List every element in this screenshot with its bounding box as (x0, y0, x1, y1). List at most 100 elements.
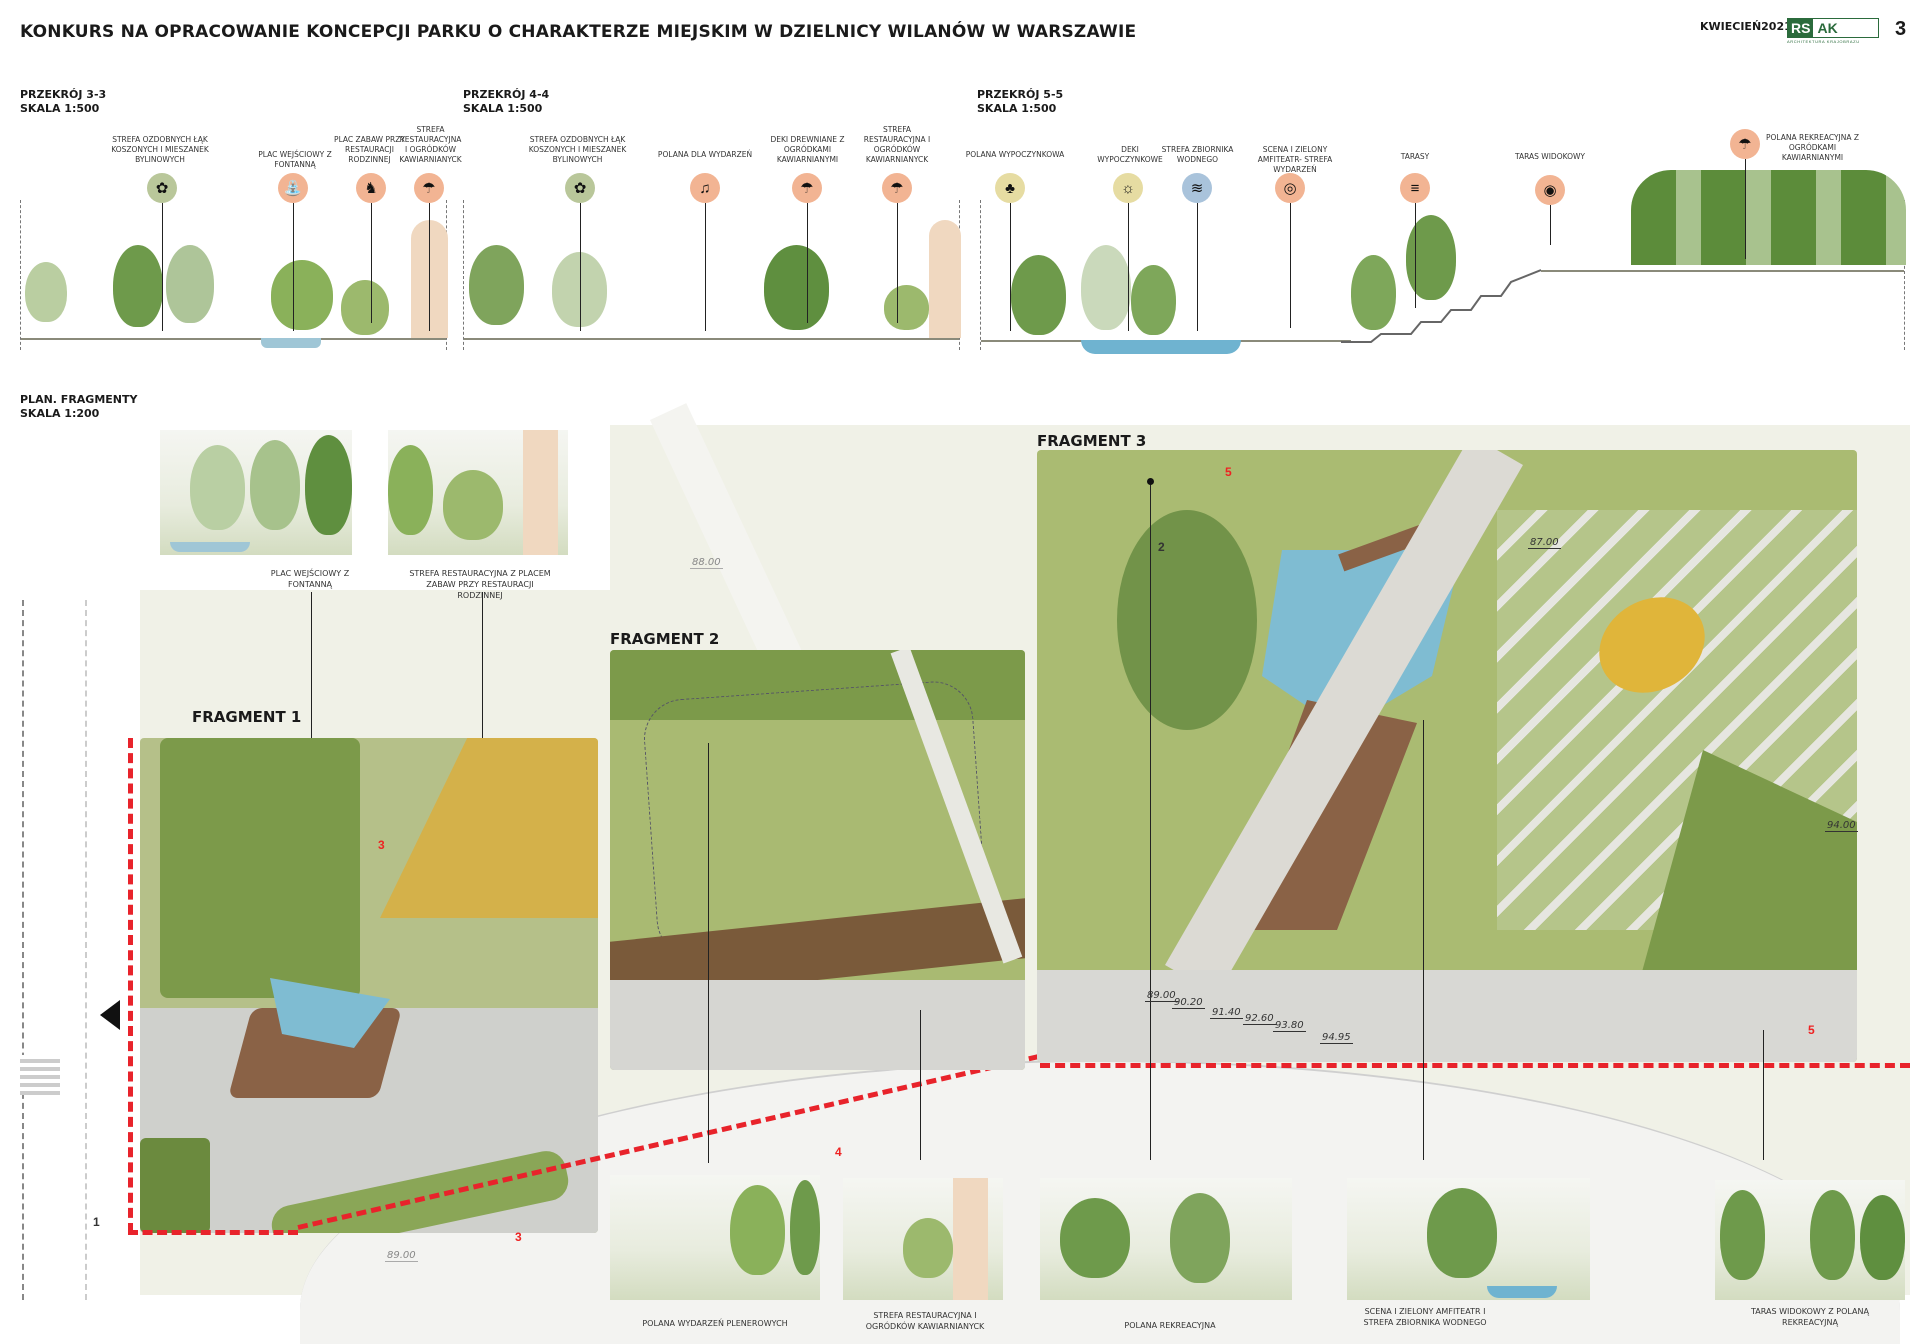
sun-lounger-icon: ☼ (1113, 173, 1143, 203)
callout-label: POLANA WYPOCZYNKOWA (965, 150, 1065, 159)
section-mark-3-bottom: 3 (515, 1230, 522, 1244)
logo-subtitle: ARCHITEKTURA KRAJOBRAZU (1787, 39, 1860, 44)
bottom-callout-viewing-terrace: TARAS WIDOKOWY Z POLANĄ REKREACYJNĄ (1740, 1306, 1880, 1328)
callout-water-zone: STREFA ZBIORNIKA WODNEGO (1160, 145, 1235, 165)
tree-row (1631, 170, 1906, 265)
callout-rest-decks: DEKI WYPOCZYNKOWE (1095, 145, 1165, 165)
cafe-table-umbrella-icon: ☂ (1730, 129, 1760, 159)
callout-fountain: PLAC WEJŚCIOWY Z FONTANNĄ (255, 150, 335, 170)
callout-label: PLAC WEJŚCIOWY Z FONTANNĄ (270, 569, 350, 589)
section-3-3-heading: PRZEKRÓJ 3-3 SKALA 1:500 (20, 88, 106, 116)
elevation-89-00-street: 89.00 (385, 1250, 418, 1262)
bottom-callout-amphitheatre: SCENA I ZIELONY AMFITEATR I STREFA ZBIOR… (1355, 1306, 1495, 1328)
elevation-94-00: 94.00 (1825, 820, 1858, 832)
callout-label: TARASY (1400, 152, 1430, 161)
callout-meadow-4: STREFA OZDOBNYCH ŁĄK KOSZONYCH I MIESZAN… (525, 135, 630, 165)
logo-ak: AK (1817, 20, 1838, 36)
callout-label: STREFA OZDOBNYCH ŁĄK KOSZONYCH I MIESZAN… (528, 135, 627, 164)
callout-label: POLANA DLA WYDARZEŃ (657, 150, 753, 159)
pavilion (929, 220, 961, 338)
plan-callout-fountain: PLAC WEJŚCIOWY Z FONTANNĄ (265, 568, 355, 590)
logo-rs: RS (1788, 19, 1814, 37)
section-mark-2: 2 (1158, 540, 1165, 554)
elevation-89-00: 89.00 (1145, 990, 1178, 1002)
section-scale: SKALA 1:500 (20, 102, 100, 115)
date-label: KWIECIEŃ2021 (1700, 20, 1792, 33)
section-thumb-restaurant-2 (843, 1178, 1003, 1300)
water-waves-icon: ≋ (1182, 173, 1212, 203)
callout-label: POLANA REKREACYJNA (1124, 1321, 1216, 1330)
elevation-92-60: 92.60 (1243, 1013, 1276, 1025)
callout-rest-clearing: POLANA WYPOCZYNKOWA (965, 150, 1065, 160)
plan-title: PLAN. FRAGMENTY (20, 393, 138, 406)
fragment-3-title: FRAGMENT 3 (1037, 432, 1147, 450)
callout-terraces: TARASY (1385, 152, 1445, 162)
eye-icon: ◉ (1535, 175, 1565, 205)
callout-label: TARAS WIDOKOWY (1514, 152, 1586, 161)
section-4-4-heading: PRZEKRÓJ 4-4 SKALA 1:500 (463, 88, 549, 116)
section-scale: SKALA 1:500 (463, 102, 543, 115)
crosswalk (20, 1055, 60, 1095)
callout-label: POLANA REKREACYJNA Z OGRÓDKAMI KAWIARNIA… (1765, 133, 1859, 162)
pond (1081, 340, 1241, 354)
site-boundary-west (128, 738, 133, 1233)
callout-label: SCENA I ZIELONY AMFITEATR I STREFA ZBIOR… (1363, 1307, 1487, 1327)
site-boundary-east (1040, 1063, 1910, 1068)
callout-recreation-clearing: POLANA REKREACYJNA Z OGRÓDKAMI KAWIARNIA… (1765, 133, 1860, 163)
section-thumb-viewing-terrace (1715, 1180, 1905, 1300)
section-title: PRZEKRÓJ 5-5 (977, 88, 1064, 101)
amphitheatre-icon: ◎ (1275, 173, 1305, 203)
callout-viewing-terrace: TARAS WIDOKOWY (1510, 152, 1590, 162)
street-edge-line (22, 600, 24, 1300)
section-mark-5-top: 5 (1225, 465, 1232, 479)
terraces-icon: ≡ (1400, 173, 1430, 203)
cafe-table-umbrella-icon: ☂ (414, 173, 444, 203)
section-5-5-drawing (980, 170, 1906, 354)
callout-restaurant-4: STREFA RESTAURACYJNA I OGRÓDKÓW KAWIARNI… (862, 125, 932, 165)
fragment-1[interactable] (140, 738, 598, 1233)
section-thumb-fountain (160, 430, 352, 555)
section-3-3-drawing (20, 200, 448, 350)
sheet-number: 3 (1895, 18, 1907, 40)
callout-amphitheatre: SCENA I ZIELONY AMFITEATR- STREFA WYDARZ… (1240, 145, 1350, 175)
callout-label: TARAS WIDOKOWY Z POLANĄ REKREACYJNĄ (1751, 1307, 1869, 1327)
section-title: PRZEKRÓJ 3-3 (20, 88, 107, 101)
street-lane-line (85, 600, 87, 1300)
callout-label: STREFA OZDOBNYCH ŁĄK KOSZONYCH I MIESZAN… (111, 135, 209, 164)
rocking-horse-icon: ♞ (356, 173, 386, 203)
fragment-1-title: FRAGMENT 1 (192, 708, 302, 726)
cafe-table-umbrella-icon: ☂ (792, 173, 822, 203)
fountain-icon: ⛲ (278, 173, 308, 203)
bottom-callout-event-clearing: POLANA WYDARZEŃ PLENEROWYCH (640, 1318, 790, 1329)
event-crowd-icon: ♫ (690, 173, 720, 203)
plan-heading: PLAN. FRAGMENTY SKALA 1:200 (20, 393, 137, 421)
plan-scale: SKALA 1:200 (20, 407, 100, 420)
section-thumb-amphitheatre (1347, 1178, 1590, 1300)
callout-event-clearing: POLANA DLA WYDARZEŃ (655, 150, 755, 160)
section-thumb-event-clearing (610, 1175, 820, 1300)
callout-label: STREFA RESTAURACYJNA Z PLACEM ZABAW PRZY… (409, 569, 551, 600)
section-mark-4: 4 (835, 1145, 842, 1159)
section-thumb-restaurant (388, 430, 568, 555)
callout-label: PLAC WEJŚCIOWY Z FONTANNĄ (258, 150, 332, 169)
fragment-2[interactable] (610, 650, 1025, 1070)
section-title: PRZEKRÓJ 4-4 (463, 88, 550, 101)
callout-restaurant-3: STREFA RESTAURACYJNA I OGRÓDKÓW KAWIARNI… (398, 125, 463, 165)
callout-label: PLAC ZABAW PRZY RESTAURACJI RODZINNEJ (334, 135, 405, 164)
callout-label: DEKI DREWNIANE Z OGRÓDKAMI KAWIARNIANYMI (770, 135, 845, 164)
elevation-94-95: 94.95 (1320, 1032, 1353, 1044)
cafe-table-umbrella-icon: ☂ (882, 173, 912, 203)
callout-label: STREFA RESTAURACYJNA I OGRÓDKÓW KAWIARNI… (863, 125, 931, 164)
bottom-callout-recreation: POLANA REKREACYJNA (1100, 1320, 1240, 1331)
section-scale: SKALA 1:500 (977, 102, 1057, 115)
elevation-87-00: 87.00 (1528, 537, 1561, 549)
fragment-3[interactable] (1037, 450, 1857, 1062)
section-thumb-recreation-clearing (1040, 1178, 1292, 1300)
sheet-title: KONKURS NA OPRACOWANIE KONCEPCJI PARKU O… (20, 22, 1137, 42)
plan-callout-restaurant: STREFA RESTAURACYJNA Z PLACEM ZABAW PRZY… (405, 568, 555, 601)
callout-label: SCENA I ZIELONY AMFITEATR- STREFA WYDARZ… (1257, 145, 1333, 174)
callout-wooden-decks: DEKI DREWNIANE Z OGRÓDKAMI KAWIARNIANYMI (770, 135, 845, 165)
callout-label: STREFA RESTAURACYJNA I OGRÓDKÓW KAWIARNI… (399, 125, 462, 164)
logo: RS AK (1787, 18, 1879, 38)
terraces-profile (1341, 269, 1541, 343)
